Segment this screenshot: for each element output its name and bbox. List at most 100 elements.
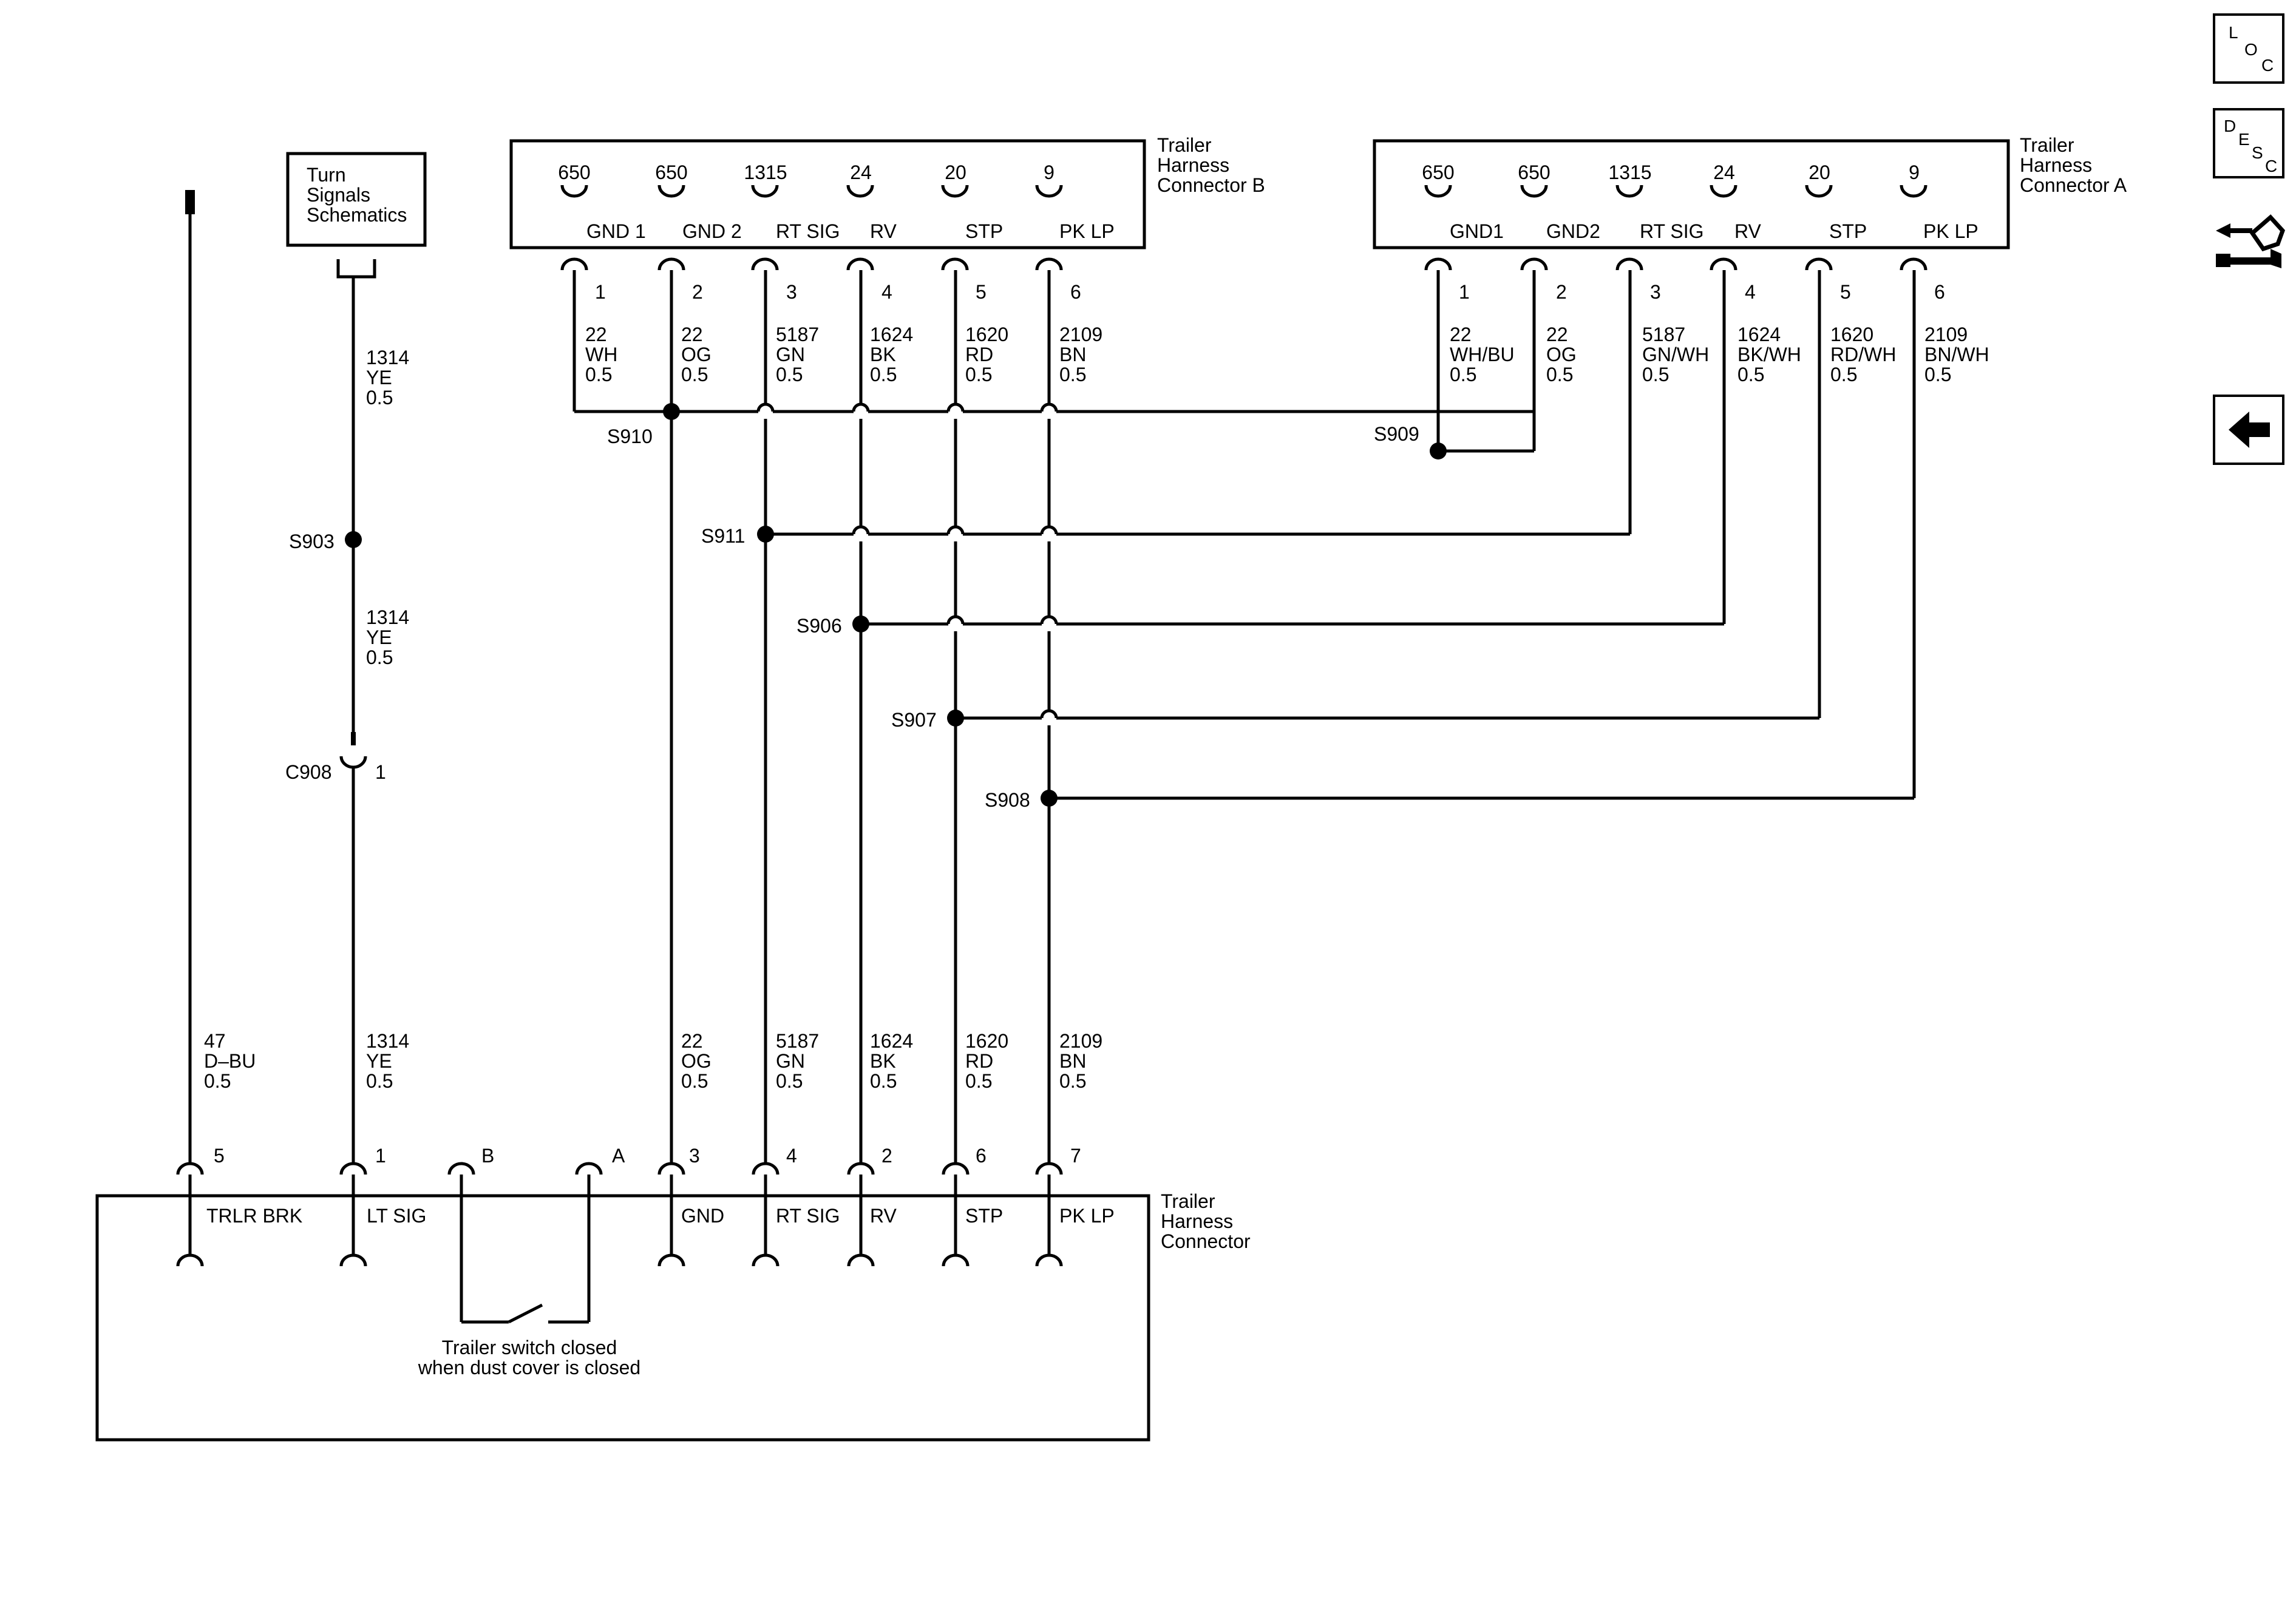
conn-b-pin-1: 1 bbox=[595, 281, 606, 303]
trailer-func-gnd: GND bbox=[681, 1205, 724, 1227]
trailer-pin-3: 3 bbox=[689, 1145, 700, 1167]
wire-a4-size: 0.5 bbox=[1737, 364, 1764, 385]
wire-b5-circuit: 1620 bbox=[965, 324, 1008, 345]
wire-b2-color: OG bbox=[681, 344, 712, 365]
conn-a-circuit-3: 1315 bbox=[1608, 161, 1651, 183]
conn-b-circuit-1: 650 bbox=[558, 161, 590, 183]
wire-a6-circuit: 2109 bbox=[1924, 324, 1968, 345]
conn-a-circuit-4: 24 bbox=[1713, 161, 1735, 183]
bottom-wire-labels: 47 D–BU 0.5 1314 YE 0.5 22 OG 0.5 5187 G… bbox=[204, 1030, 1102, 1092]
bottom-wire-3-circuit: 22 bbox=[681, 1030, 703, 1052]
trailer-pin-5: 5 bbox=[214, 1145, 225, 1167]
wire-a2-color: OG bbox=[1546, 344, 1577, 365]
bottom-wire-7-size: 0.5 bbox=[1059, 1070, 1086, 1092]
conn-b-pin-5: 5 bbox=[976, 281, 987, 303]
conn-a-circuit-1: 650 bbox=[1422, 161, 1454, 183]
wire-a5-color: RD/WH bbox=[1830, 344, 1896, 365]
connector-a-title-3: Connector A bbox=[2020, 174, 2127, 196]
switch-note-1: Trailer switch closed bbox=[442, 1337, 617, 1358]
trailer-pin-7: 7 bbox=[1070, 1145, 1081, 1167]
bottom-wire-1-circuit: 47 bbox=[204, 1030, 226, 1052]
splice-s906-label: S906 bbox=[796, 615, 842, 637]
trailer-harness-connector: Trailer Harness Connector 5 1 B A 3 4 2 … bbox=[95, 1145, 1251, 1442]
loc-letter-o: O bbox=[2244, 40, 2258, 59]
conn-a-func-6: PK LP bbox=[1923, 220, 1978, 242]
bottom-wire-1-size: 0.5 bbox=[204, 1070, 231, 1092]
conn-a-pin-5: 5 bbox=[1840, 281, 1851, 303]
desc-button[interactable]: D E S C bbox=[2213, 108, 2284, 178]
loc-button[interactable]: L O C bbox=[2213, 13, 2284, 84]
turn-signals-block: Turn Signals Schematics 1314 YE 0.5 1314… bbox=[285, 152, 427, 1156]
splice-s907-label: S907 bbox=[891, 709, 937, 731]
wire-a1-circuit: 22 bbox=[1450, 324, 1472, 345]
bottom-wire-2-size: 0.5 bbox=[366, 1070, 393, 1092]
connector-a-title-2: Harness bbox=[2020, 154, 2092, 176]
bottom-wire-6-size: 0.5 bbox=[965, 1070, 992, 1092]
wire-a2-size: 0.5 bbox=[1546, 364, 1573, 385]
connector-a-wires bbox=[671, 270, 1916, 800]
connector-b-wires bbox=[572, 270, 1058, 1156]
wire-b6-size: 0.5 bbox=[1059, 364, 1086, 385]
bottom-wire-6-color: RD bbox=[965, 1050, 993, 1072]
wire-a1-color: WH/BU bbox=[1450, 344, 1515, 365]
bottom-wire-4-circuit: 5187 bbox=[776, 1030, 819, 1052]
conn-b-func-5: STP bbox=[965, 220, 1003, 242]
trailer-func-stp: STP bbox=[965, 1205, 1003, 1227]
conn-a-circuit-5: 20 bbox=[1809, 161, 1830, 183]
wire-b6-color: BN bbox=[1059, 344, 1086, 365]
desc-letter-c: C bbox=[2265, 157, 2278, 175]
conn-b-func-6: PK LP bbox=[1059, 220, 1115, 242]
wire-b4-circuit: 1624 bbox=[870, 324, 913, 345]
conn-b-pin-4: 4 bbox=[881, 281, 892, 303]
conn-a-func-2: GND2 bbox=[1546, 220, 1600, 242]
conn-a-pin-4: 4 bbox=[1745, 281, 1756, 303]
conn-b-circuit-5: 20 bbox=[945, 161, 966, 183]
wire-a5-circuit: 1620 bbox=[1830, 324, 1873, 345]
bottom-wire-3-size: 0.5 bbox=[681, 1070, 708, 1092]
loc-letter-c: C bbox=[2261, 56, 2274, 75]
desc-letter-e: E bbox=[2238, 130, 2250, 149]
wire-a3-size: 0.5 bbox=[1642, 364, 1669, 385]
wire-a5-size: 0.5 bbox=[1830, 364, 1857, 385]
bottom-wire-4-size: 0.5 bbox=[776, 1070, 803, 1092]
wire-a6-color: BN/WH bbox=[1924, 344, 1989, 365]
splice-s906 bbox=[852, 615, 869, 632]
trailer-func-pk-lp: PK LP bbox=[1059, 1205, 1115, 1227]
trailer-pin-4: 4 bbox=[786, 1145, 797, 1167]
turn-wire-middle-color: YE bbox=[366, 626, 392, 648]
conn-a-func-4: RV bbox=[1734, 220, 1762, 242]
back-button[interactable]: ← bbox=[2213, 395, 2284, 465]
trailer-pin-6: 6 bbox=[976, 1145, 987, 1167]
c908-pin-label: 1 bbox=[375, 761, 386, 783]
bottom-wire-5-color: BK bbox=[870, 1050, 896, 1072]
trailer-pin-b: B bbox=[481, 1145, 494, 1167]
splice-s911-label: S911 bbox=[701, 525, 745, 547]
conn-a-pin-6: 6 bbox=[1934, 281, 1945, 303]
connector-tools-icon[interactable] bbox=[2210, 206, 2289, 279]
trailer-brake-wire bbox=[185, 190, 195, 1156]
splices: S910 S909 S911 S906 S907 S908 S903 bbox=[289, 403, 1447, 811]
trailer-pin-1: 1 bbox=[375, 1145, 386, 1167]
turn-signals-text-1: Turn bbox=[307, 164, 346, 186]
c908-label: C908 bbox=[285, 761, 332, 783]
desc-letter-d: D bbox=[2224, 117, 2237, 135]
trailer-pin-2: 2 bbox=[881, 1145, 892, 1167]
conn-b-pin-3: 3 bbox=[786, 281, 797, 303]
conn-b-circuit-6: 9 bbox=[1044, 161, 1055, 183]
wire-b1-circuit: 22 bbox=[585, 324, 607, 345]
trailer-func-lt-sig: LT SIG bbox=[367, 1205, 426, 1227]
conn-b-func-1: GND 1 bbox=[586, 220, 646, 242]
bottom-wire-5-size: 0.5 bbox=[870, 1070, 897, 1092]
wire-a4-color: BK/WH bbox=[1737, 344, 1801, 365]
bottom-wire-1-color: D–BU bbox=[204, 1050, 256, 1072]
desc-letter-s: S bbox=[2252, 143, 2263, 162]
trailer-func-rv: RV bbox=[870, 1205, 897, 1227]
connector-a-title-1: Trailer bbox=[2020, 134, 2074, 156]
dust-cover-switch bbox=[460, 1175, 591, 1324]
conn-b-pin-6: 6 bbox=[1070, 281, 1081, 303]
wire-a3-circuit: 5187 bbox=[1642, 324, 1685, 345]
conn-b-pin-2: 2 bbox=[692, 281, 703, 303]
wire-b1-color: WH bbox=[585, 344, 617, 365]
conn-b-circuit-3: 1315 bbox=[744, 161, 787, 183]
